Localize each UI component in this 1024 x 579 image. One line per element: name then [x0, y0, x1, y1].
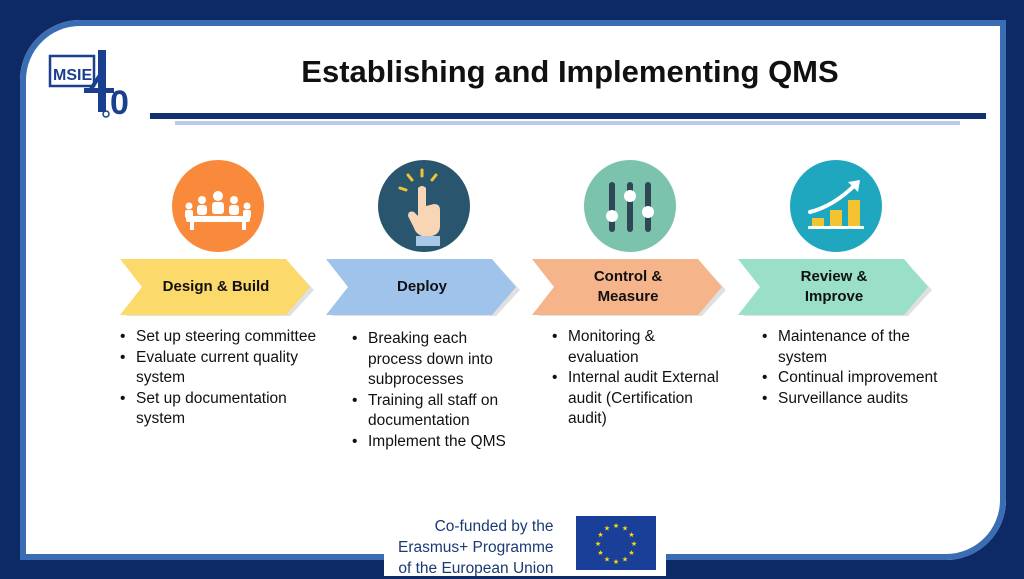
svg-text:0: 0 — [110, 84, 129, 122]
svg-text:★: ★ — [613, 558, 619, 566]
design-list: Set up steering committee Evaluate curre… — [118, 327, 318, 430]
stage-label: Control & Measure — [593, 268, 663, 305]
list-item: Surveillance audits — [760, 389, 940, 410]
stage-label: Review & Improve — [800, 268, 868, 305]
hand-click-icon — [378, 160, 470, 252]
svg-text:★: ★ — [597, 531, 603, 539]
growth-chart-icon — [790, 160, 882, 252]
svg-text:★: ★ — [631, 540, 637, 548]
svg-text:★: ★ — [622, 525, 628, 533]
svg-text:★: ★ — [597, 549, 603, 557]
list-item: Maintenance of the system — [760, 327, 940, 368]
stage-arrow-control: Control & Measure — [532, 259, 726, 316]
eu-funding-text: Co-funded by the Erasmus+ Programme of t… — [398, 516, 553, 579]
svg-text:★: ★ — [628, 531, 634, 539]
list-item: Internal audit External audit (Certifica… — [550, 368, 720, 430]
list-item: Evaluate current quality system — [118, 348, 318, 389]
svg-text:★: ★ — [613, 522, 619, 530]
list-item: Breaking each process down into subproce… — [350, 329, 510, 391]
svg-text:★: ★ — [622, 556, 628, 564]
stage-arrow-review: Review & Improve — [738, 259, 932, 316]
deploy-list: Breaking each process down into subproce… — [350, 329, 510, 452]
eu-line: Erasmus+ Programme — [398, 539, 554, 556]
list-item: Implement the QMS — [350, 432, 510, 453]
review-list: Maintenance of the system Continual impr… — [760, 327, 940, 409]
meeting-icon — [172, 160, 264, 252]
list-item: Training all staff on documentation — [350, 391, 510, 432]
eu-funding-badge: Co-funded by the Erasmus+ Programme of t… — [384, 508, 666, 579]
stage-arrow-deploy: Deploy — [326, 259, 520, 316]
svg-text:★: ★ — [604, 556, 610, 564]
svg-text:MSIE: MSIE — [53, 67, 92, 84]
list-item: Set up documentation system — [118, 389, 318, 430]
control-list: Monitoring & evaluation Internal audit E… — [550, 327, 720, 430]
eu-line: of the European Union — [398, 560, 554, 577]
svg-text:★: ★ — [604, 525, 610, 533]
title-underline-light — [175, 121, 960, 125]
eu-flag-icon: ★ ★ ★ ★ ★ ★ ★ ★ ★ ★ ★ ★ — [576, 516, 656, 570]
list-item: Monitoring & evaluation — [550, 327, 720, 368]
svg-text:★: ★ — [595, 540, 601, 548]
stage-label: Deploy — [396, 278, 447, 295]
eu-line: Co-funded by the — [434, 518, 554, 535]
page-title: Establishing and Implementing QMS — [301, 54, 839, 89]
msie-logo: MSIE 0 — [48, 42, 148, 122]
list-item: Set up steering committee — [118, 327, 318, 348]
svg-text:★: ★ — [628, 549, 634, 557]
sliders-icon — [584, 160, 676, 252]
stage-label: Design & Build — [162, 278, 270, 295]
stage-arrow-design: Design & Build — [120, 259, 314, 316]
list-item: Continual improvement — [760, 368, 940, 389]
title-underline — [150, 113, 986, 119]
